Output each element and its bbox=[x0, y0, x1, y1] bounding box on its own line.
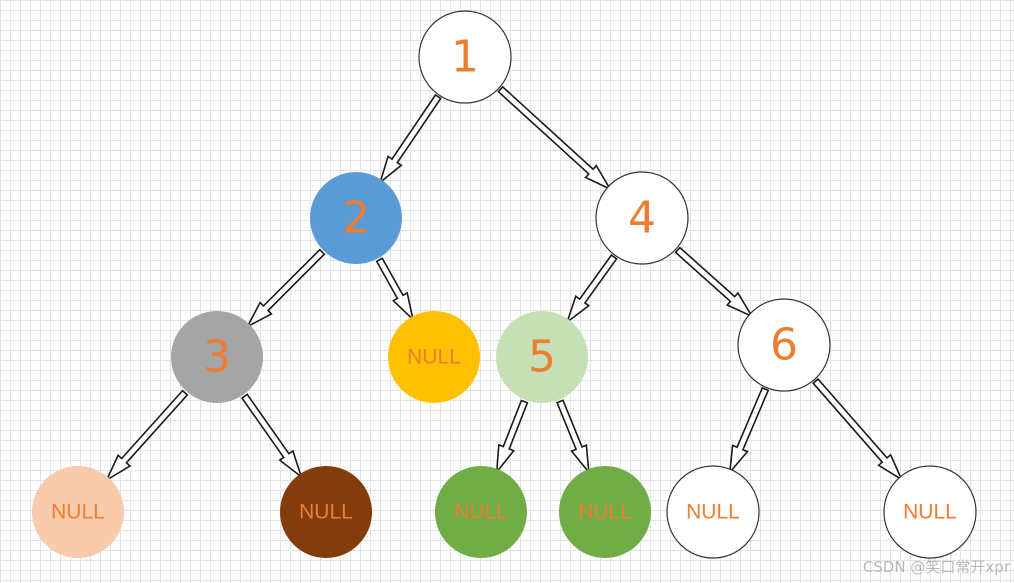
node-label: NULL bbox=[578, 501, 632, 524]
node-circle bbox=[310, 172, 402, 264]
edge-arrow-n4-to-n5 bbox=[565, 253, 618, 325]
node-label: NULL bbox=[454, 501, 508, 524]
node-label: NULL bbox=[407, 346, 461, 369]
edge-arrow-n4-to-n6 bbox=[674, 246, 754, 319]
tree-node-n2: 2 bbox=[310, 172, 402, 264]
node-label: 2 bbox=[342, 193, 370, 244]
node-circle bbox=[418, 10, 512, 104]
node-label: 4 bbox=[628, 193, 656, 244]
node-circle bbox=[435, 466, 527, 558]
watermark: CSDN @笑口常开xpr bbox=[862, 558, 1010, 576]
edges-layer bbox=[104, 85, 904, 483]
node-circle bbox=[32, 466, 124, 558]
tree-node-nl4: NULL bbox=[435, 466, 527, 558]
node-label: 6 bbox=[770, 320, 798, 371]
node-circle bbox=[737, 298, 831, 392]
node-label: NULL bbox=[903, 501, 957, 524]
node-label: 3 bbox=[203, 332, 231, 383]
edge-arrow-n5-to-nl4 bbox=[495, 399, 529, 475]
node-label: 5 bbox=[528, 332, 556, 383]
tree-node-n6: 6 bbox=[737, 298, 831, 392]
node-label: NULL bbox=[299, 501, 353, 524]
node-circle bbox=[595, 171, 689, 265]
tree-node-n5: 5 bbox=[496, 311, 588, 403]
tree-node-nl6: NULL bbox=[666, 465, 760, 559]
tree-node-n3: 3 bbox=[171, 311, 263, 403]
edge-arrow-n1-to-n4 bbox=[497, 85, 613, 191]
node-circle bbox=[280, 466, 372, 558]
tree-node-nl7: NULL bbox=[883, 465, 977, 559]
edge-arrow-n6-to-nl6 bbox=[728, 386, 770, 475]
edge-arrow-n2-to-n3 bbox=[245, 248, 326, 329]
node-circle bbox=[559, 466, 651, 558]
tree-node-nl2: NULL bbox=[32, 466, 124, 558]
node-label: NULL bbox=[686, 501, 740, 524]
tree-node-n1: 1 bbox=[418, 10, 512, 104]
edge-arrow-n1-to-n2 bbox=[378, 93, 442, 185]
tree-node-nl1: NULL bbox=[388, 311, 480, 403]
node-circle bbox=[496, 311, 588, 403]
node-circle bbox=[388, 311, 480, 403]
tree-node-nl3: NULL bbox=[280, 466, 372, 558]
node-circle bbox=[171, 311, 263, 403]
edge-arrow-n3-to-nl3 bbox=[240, 393, 303, 480]
node-circle bbox=[883, 465, 977, 559]
node-label: 1 bbox=[451, 32, 479, 83]
node-label: NULL bbox=[51, 501, 105, 524]
tree-node-nl5: NULL bbox=[559, 466, 651, 558]
edge-arrow-n2-to-nl1 bbox=[375, 257, 415, 322]
edge-arrow-n3-to-nl2 bbox=[104, 389, 189, 483]
edge-arrow-n6-to-nl7 bbox=[812, 377, 904, 482]
tree-node-n4: 4 bbox=[595, 171, 689, 265]
node-circle bbox=[666, 465, 760, 559]
edge-arrow-n5-to-nl5 bbox=[556, 399, 590, 475]
